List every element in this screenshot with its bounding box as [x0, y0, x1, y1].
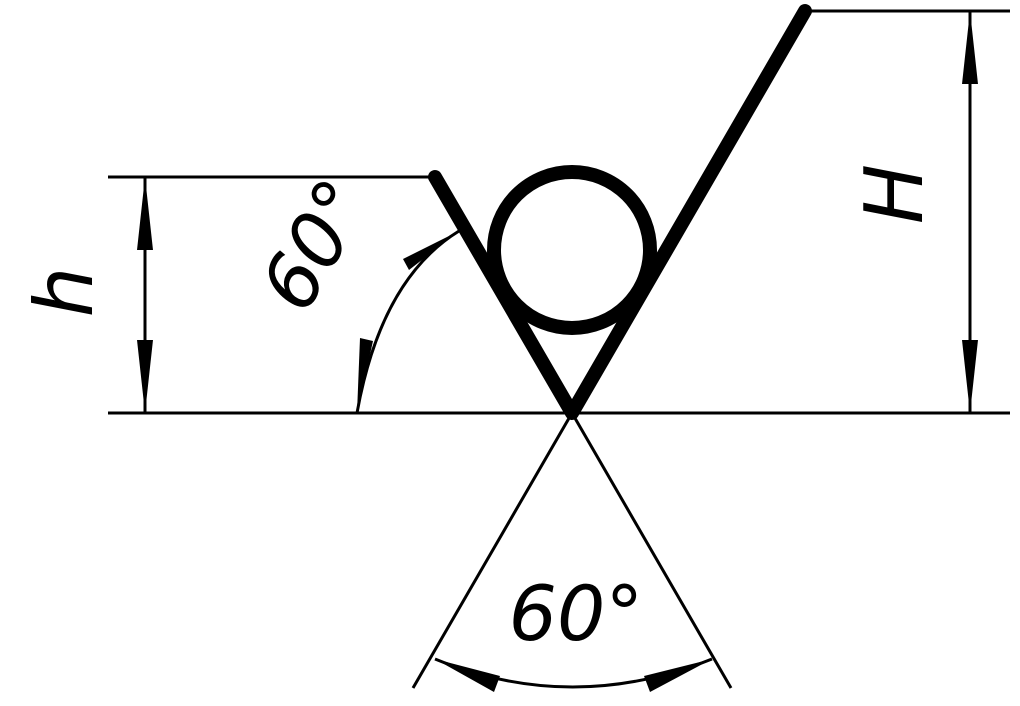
H-label: H — [848, 164, 941, 224]
gauge-circle — [487, 165, 657, 335]
v-groove-profile — [428, 4, 812, 420]
left-angle-label: 60° — [243, 164, 387, 325]
h-arrow-top — [137, 177, 153, 250]
lower-angle-line-left — [411, 412, 574, 689]
bottom-angle-label: 60° — [509, 569, 644, 658]
left-arc-arrow-bottom — [357, 338, 373, 413]
lower-angle-line-right — [570, 412, 733, 689]
h-arrow-bottom — [137, 340, 153, 413]
left-arc-arrow-top — [403, 231, 459, 270]
H-arrow-bottom — [962, 340, 978, 413]
lower-arc-arrow-left — [435, 659, 500, 692]
h-label: h — [18, 267, 111, 318]
lower-arc-arrow-right — [644, 659, 712, 692]
H-arrow-top — [962, 11, 978, 84]
